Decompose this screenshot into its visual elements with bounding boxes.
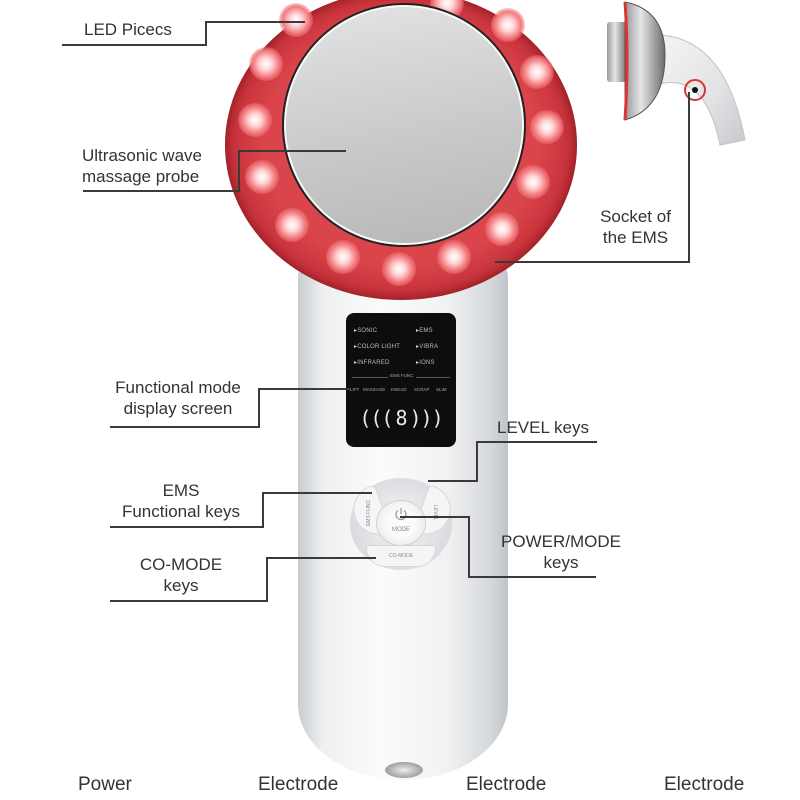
led-light [491, 8, 525, 42]
bottom-label-electrode-1: Electrode [258, 774, 339, 795]
led-light [249, 47, 283, 81]
screen-func-scrap: SCRAP [414, 387, 430, 392]
callout-comode-keys: CO-MODE keys [139, 555, 223, 595]
leader-line-ems [262, 492, 264, 528]
callout-led-pieces: LED Picecs [84, 20, 172, 39]
led-light [245, 160, 279, 194]
callout-ems-socket: Socket of the EMS [600, 207, 671, 247]
callout-display-screen: Functional mode display screen [115, 378, 241, 418]
leader-line-display [258, 388, 260, 428]
screen-func-knead: KNEAD [391, 387, 407, 392]
bottom-label-electrode-2: Electrode [466, 774, 547, 795]
led-light [275, 208, 309, 242]
led-light [382, 252, 416, 286]
screen-func-slim: SLIM [436, 387, 447, 392]
power-port [385, 762, 423, 778]
screen-func-lift: LIFT [350, 387, 360, 392]
screen-ems-func-title: EMS FUNC [388, 373, 416, 378]
leader-line-level [476, 441, 478, 481]
leader-line-display [258, 388, 350, 390]
side-probe-view [607, 1, 746, 146]
leader-line-ems [262, 492, 372, 494]
leader-line-comode [266, 557, 376, 559]
led-light [279, 3, 313, 37]
level-digit: 8 [395, 406, 407, 430]
leader-line-led [205, 21, 305, 23]
bottom-label-electrode-3: Electrode [664, 774, 745, 795]
mode-key-label: MODE [392, 527, 410, 533]
leader-line-power [468, 576, 596, 578]
led-light [485, 212, 519, 246]
screen-mode-ems: EMS [416, 327, 433, 334]
screen-mode-vibra: VIBRA [416, 343, 438, 350]
ultrasonic-probe-plate [282, 3, 526, 247]
leader-line-led [205, 21, 207, 46]
led-light [437, 240, 471, 274]
leader-line-led [62, 44, 206, 46]
screen-mode-ions: IONS [416, 359, 435, 366]
led-light [516, 165, 550, 199]
led-light [238, 103, 272, 137]
leader-line-comode [110, 600, 268, 602]
screen-mode-sonic: SONIC [354, 327, 377, 334]
leader-line-comode [266, 557, 268, 602]
screen-mode-infrared: INFRARED [354, 359, 390, 366]
co-mode-key[interactable]: CO-MODE [366, 545, 436, 567]
leader-line-level [477, 441, 597, 443]
leader-line-socket [688, 92, 690, 262]
callout-ems-keys: EMS Functional keys [121, 481, 241, 521]
leader-line-probe [238, 150, 240, 192]
callout-level-keys: LEVEL keys [497, 418, 589, 437]
bottom-label-power: Power [78, 774, 132, 795]
wave-left-icon: ((( [359, 406, 393, 430]
leader-line-power [468, 516, 470, 578]
leader-line-display [110, 426, 260, 428]
led-light [520, 55, 554, 89]
screen-func-massage: MASSAGE [363, 387, 386, 392]
callout-ultrasonic-probe: Ultrasonic wave massage probe [82, 146, 202, 186]
leader-line-probe [83, 190, 240, 192]
callout-power-mode-keys: POWER/MODE keys [501, 532, 621, 572]
screen-level-readout: (((8))) [346, 406, 456, 430]
power-icon [395, 508, 407, 521]
ems-socket-marker [684, 79, 706, 101]
display-screen: SONIC COLOR LIGHT INFRARED EMS VIBRA ION… [346, 313, 456, 447]
leader-line-level [428, 480, 478, 482]
leader-line-power [400, 516, 470, 518]
power-mode-key[interactable]: MODE [376, 500, 426, 546]
leader-line-socket [495, 261, 690, 263]
leader-line-probe [238, 150, 346, 152]
wave-right-icon: ))) [409, 406, 444, 430]
led-light [530, 110, 564, 144]
leader-line-ems [110, 526, 264, 528]
led-light [326, 240, 360, 274]
screen-mode-color-light: COLOR LIGHT [354, 343, 400, 350]
